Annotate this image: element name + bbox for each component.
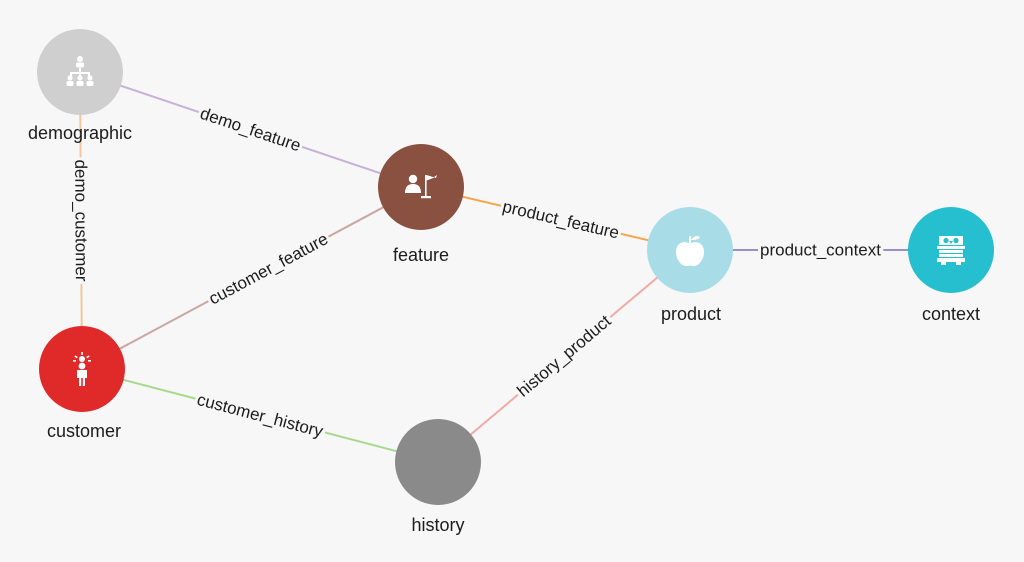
node-label-demographic: demographic: [28, 123, 132, 143]
edge-label-background: [73, 157, 89, 284]
edge-label-customer-history: customer_history: [195, 390, 326, 441]
edge-label-demo-customer: demo_customer: [71, 159, 91, 281]
edge-label-background: [499, 198, 623, 242]
owl-box-icon: [937, 236, 965, 265]
edge-label-background: [196, 104, 305, 155]
node-feature[interactable]: feature: [378, 144, 464, 265]
node-circle-feature[interactable]: [378, 144, 464, 230]
edge-label-demo-feature: demo_feature: [198, 104, 303, 156]
node-label-customer: customer: [47, 421, 121, 441]
edge-label-background: [758, 242, 884, 258]
node-label-context: context: [922, 304, 980, 324]
node-circle-history[interactable]: [395, 419, 481, 505]
edge-labels-layer: demo_feature demo_customer product_feature…: [71, 104, 884, 441]
node-demographic[interactable]: demographic: [28, 29, 132, 143]
node-label-feature: feature: [393, 245, 449, 265]
node-label-history: history: [411, 515, 464, 535]
edge-label-customer-feature: customer_feature: [206, 229, 332, 308]
node-product[interactable]: product: [647, 207, 733, 324]
edge-label-background: [193, 391, 327, 440]
edge-label-background: [204, 230, 333, 308]
edge-label-background: [513, 311, 616, 401]
edge-label-history-product: history_product: [513, 311, 614, 401]
node-history[interactable]: history: [395, 419, 481, 535]
edge-label-product-context: product_context: [760, 241, 881, 260]
node-customer[interactable]: customer: [39, 326, 125, 441]
node-context[interactable]: context: [908, 207, 994, 324]
edge-label-product-feature: product_feature: [501, 197, 621, 243]
nodes-layer: demographic feature product context customer…: [28, 29, 994, 535]
node-label-product: product: [661, 304, 721, 324]
